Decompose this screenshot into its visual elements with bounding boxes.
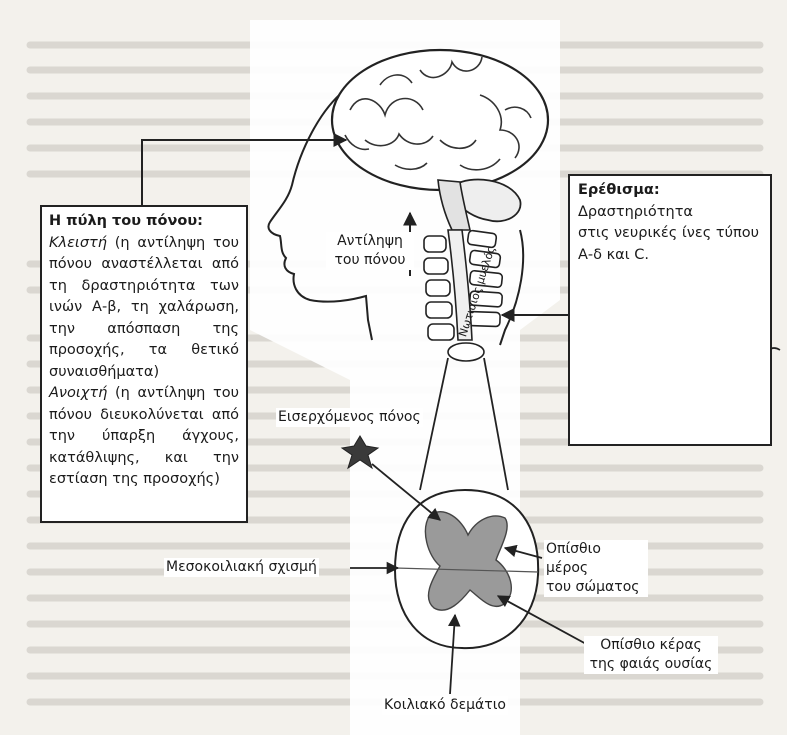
brain [332, 50, 548, 190]
perception-line-1: Αντίληψη [328, 232, 412, 251]
pain-gate-closed: Κλειστή (η αντίληψη του πόνου αναστέλλετ… [49, 233, 239, 384]
posterior-label: Οπίσθιο μέρος του σώματος [544, 540, 648, 597]
posterior-line-2: του σώματος [546, 578, 646, 597]
pain-gate-title: Η πύλη του πόνου: [49, 211, 239, 233]
pain-gate-open: Ανοιχτή (η αντίληψη του πόνου διευκολύνε… [49, 383, 239, 491]
stimulus-box: Ερέθισμα: Δραστηριότητα στις νευρικές ίν… [568, 174, 772, 446]
dorsal-horn-label: Οπίσθιο κέρας της φαιάς ουσίας [584, 636, 718, 674]
posterior-line-1: Οπίσθιο μέρος [546, 540, 646, 578]
perception-label: Αντίληψη του πόνου [326, 232, 414, 270]
stimulus-line-3: Α-δ και C. [578, 245, 762, 267]
median-fissure-label: Μεσοκοιλιακή σχισμή [164, 558, 319, 577]
stimulus-line-1: Δραστηριότητα [578, 202, 762, 224]
open-term: Ανοιχτή [49, 385, 107, 401]
perception-line-2: του πόνου [328, 251, 412, 270]
dorsal-horn-line-1: Οπίσθιο κέρας [586, 636, 716, 655]
stimulus-line-2: στις νευρικές ίνες τύπου [578, 223, 762, 245]
incoming-pain-label: Εισερχόμενος πόνος [276, 408, 423, 427]
closed-term: Κλειστή [49, 235, 107, 251]
ventral-root-label: Κοιλιακό δεμάτιο [382, 696, 508, 715]
closed-text: (η αντίληψη του πόνου αναστέλλεται από τ… [49, 235, 239, 380]
stimulus-title: Ερέθισμα: [578, 180, 762, 202]
pain-gate-box: Η πύλη του πόνου: Κλειστή (η αντίληψη το… [40, 205, 248, 523]
dorsal-horn-line-2: της φαιάς ουσίας [586, 655, 716, 674]
